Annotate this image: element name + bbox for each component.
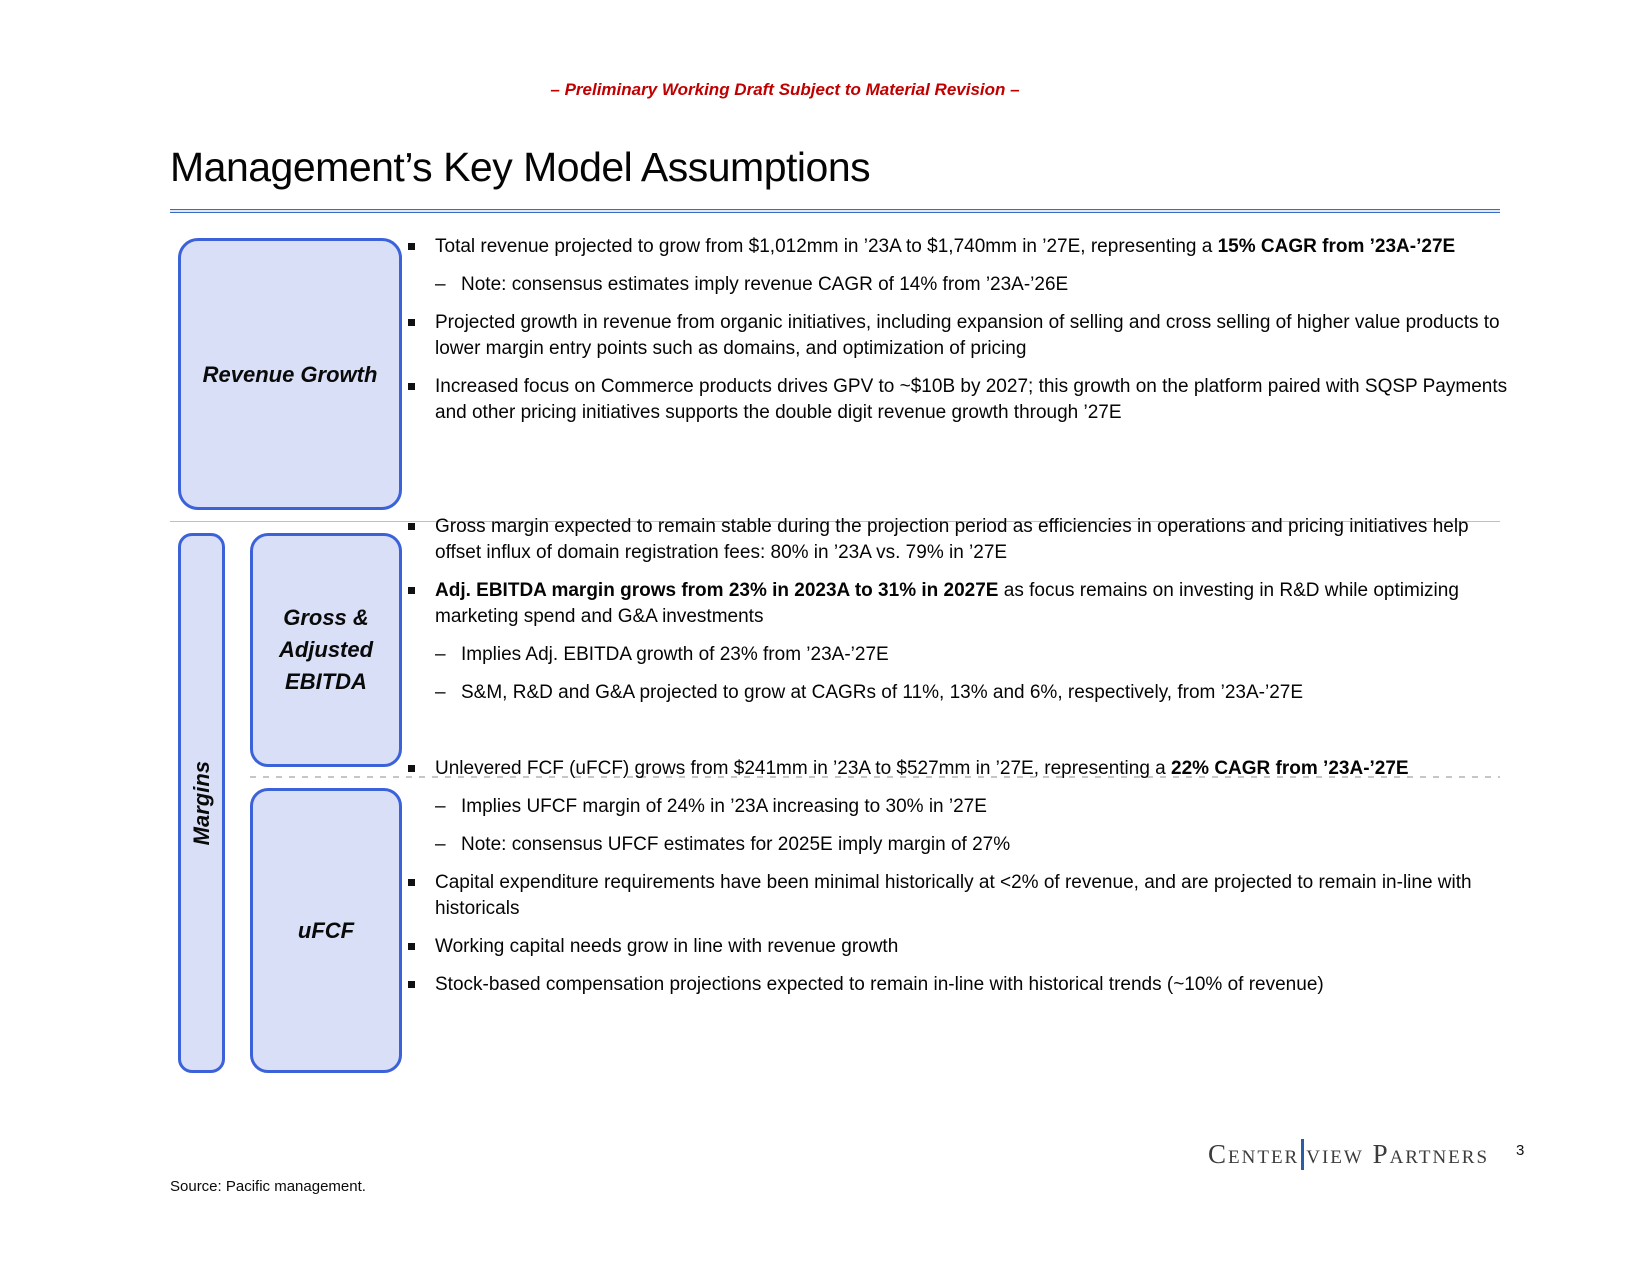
bullet-item: Projected growth in revenue from organic… [408,310,1508,362]
page-number: 3 [1516,1142,1525,1159]
logo-blue-bar-icon [1301,1139,1305,1170]
bullet-text: Stock-based compensation projections exp… [435,974,1324,995]
bullet-item: Stock-based compensation projections exp… [408,972,1508,998]
margins-bar: Margins [178,533,225,1073]
ufcf-label: uFCF [297,918,355,943]
dash-bullet-icon: – [435,834,446,855]
gross-adjusted-ebitda-box: Gross & Adjusted EBITDA [250,533,402,767]
square-bullet-icon [408,374,435,426]
bullet-text: Total revenue projected to grow from $1,… [435,236,1456,257]
square-bullet-icon [408,578,435,630]
bullet-item: Capital expenditure requirements have be… [408,870,1508,922]
page-title: Management’s Key Model Assumptions [170,144,871,190]
square-bullet-icon [408,934,435,960]
dash-bullet-icon: – [435,274,446,295]
revenue-bullet-list: Total revenue projected to grow from $1,… [408,234,1508,438]
sub-bullet-item: –Implies Adj. EBITDA growth of 23% from … [435,642,1508,668]
ebitda-bullet-list: Gross margin expected to remain stable d… [408,514,1508,718]
bullet-item: Unlevered FCF (uFCF) grows from $241mm i… [408,756,1508,782]
logo-text-right: view Partners [1306,1139,1490,1169]
bullet-text: Implies UFCF margin of 24% in ’23A incre… [461,796,987,817]
dash-bullet-icon: – [435,682,446,703]
square-bullet-icon [408,310,435,362]
bullet-item: Gross margin expected to remain stable d… [408,514,1508,566]
bullet-text: Increased focus on Commerce products dri… [435,376,1508,423]
bullet-item: Adj. EBITDA margin grows from 23% in 202… [408,578,1508,630]
sub-bullet-item: –Implies UFCF margin of 24% in ’23A incr… [435,794,1508,820]
square-bullet-icon [408,514,435,566]
sub-bullet-item: –Note: consensus estimates imply revenue… [435,272,1508,298]
bullet-item: Total revenue projected to grow from $1,… [408,234,1508,260]
bullet-text: Capital expenditure requirements have be… [435,872,1472,919]
sub-bullet-item: –S&M, R&D and G&A projected to grow at C… [435,680,1508,706]
title-underline [170,209,1500,213]
revenue-growth-label: Revenue Growth [202,361,378,387]
square-bullet-icon [408,234,435,260]
ufcf-bullet-list: Unlevered FCF (uFCF) grows from $241mm i… [408,756,1508,1010]
bullet-text: Note: consensus estimates imply revenue … [461,274,1069,295]
section-divider-solid [170,521,1500,522]
ufcf-box: uFCF [250,788,402,1073]
sub-bullet-item: –Note: consensus UFCF estimates for 2025… [435,832,1508,858]
draft-disclaimer: – Preliminary Working Draft Subject to M… [550,80,1020,99]
bullet-text: Note: consensus UFCF estimates for 2025E… [461,834,1011,855]
source-note: Source: Pacific management. [170,1178,366,1195]
bullet-text: Implies Adj. EBITDA growth of 23% from ’… [461,644,889,665]
square-bullet-icon [408,756,435,782]
dash-bullet-icon: – [435,796,446,817]
centerview-partners-logo: Center view Partners [1208,1139,1489,1170]
margins-label: Margins [189,760,214,846]
square-bullet-icon [408,972,435,998]
bullet-text: S&M, R&D and G&A projected to grow at CA… [461,682,1304,703]
bullet-text: Unlevered FCF (uFCF) grows from $241mm i… [435,758,1409,779]
bullet-item: Working capital needs grow in line with … [408,934,1508,960]
dash-bullet-icon: – [435,644,446,665]
bullet-text: Adj. EBITDA margin grows from 23% in 202… [435,580,1459,627]
gross-adjusted-ebitda-label: Gross & Adjusted EBITDA [278,605,374,694]
bullet-item: Increased focus on Commerce products dri… [408,374,1508,426]
logo-text-left: Center [1208,1139,1300,1169]
revenue-growth-box: Revenue Growth [178,238,402,510]
section-divider-dashed [250,776,1500,778]
square-bullet-icon [408,870,435,922]
bullet-text: Working capital needs grow in line with … [435,936,899,957]
bullet-text: Projected growth in revenue from organic… [435,312,1500,359]
bullet-text: Gross margin expected to remain stable d… [435,516,1469,563]
